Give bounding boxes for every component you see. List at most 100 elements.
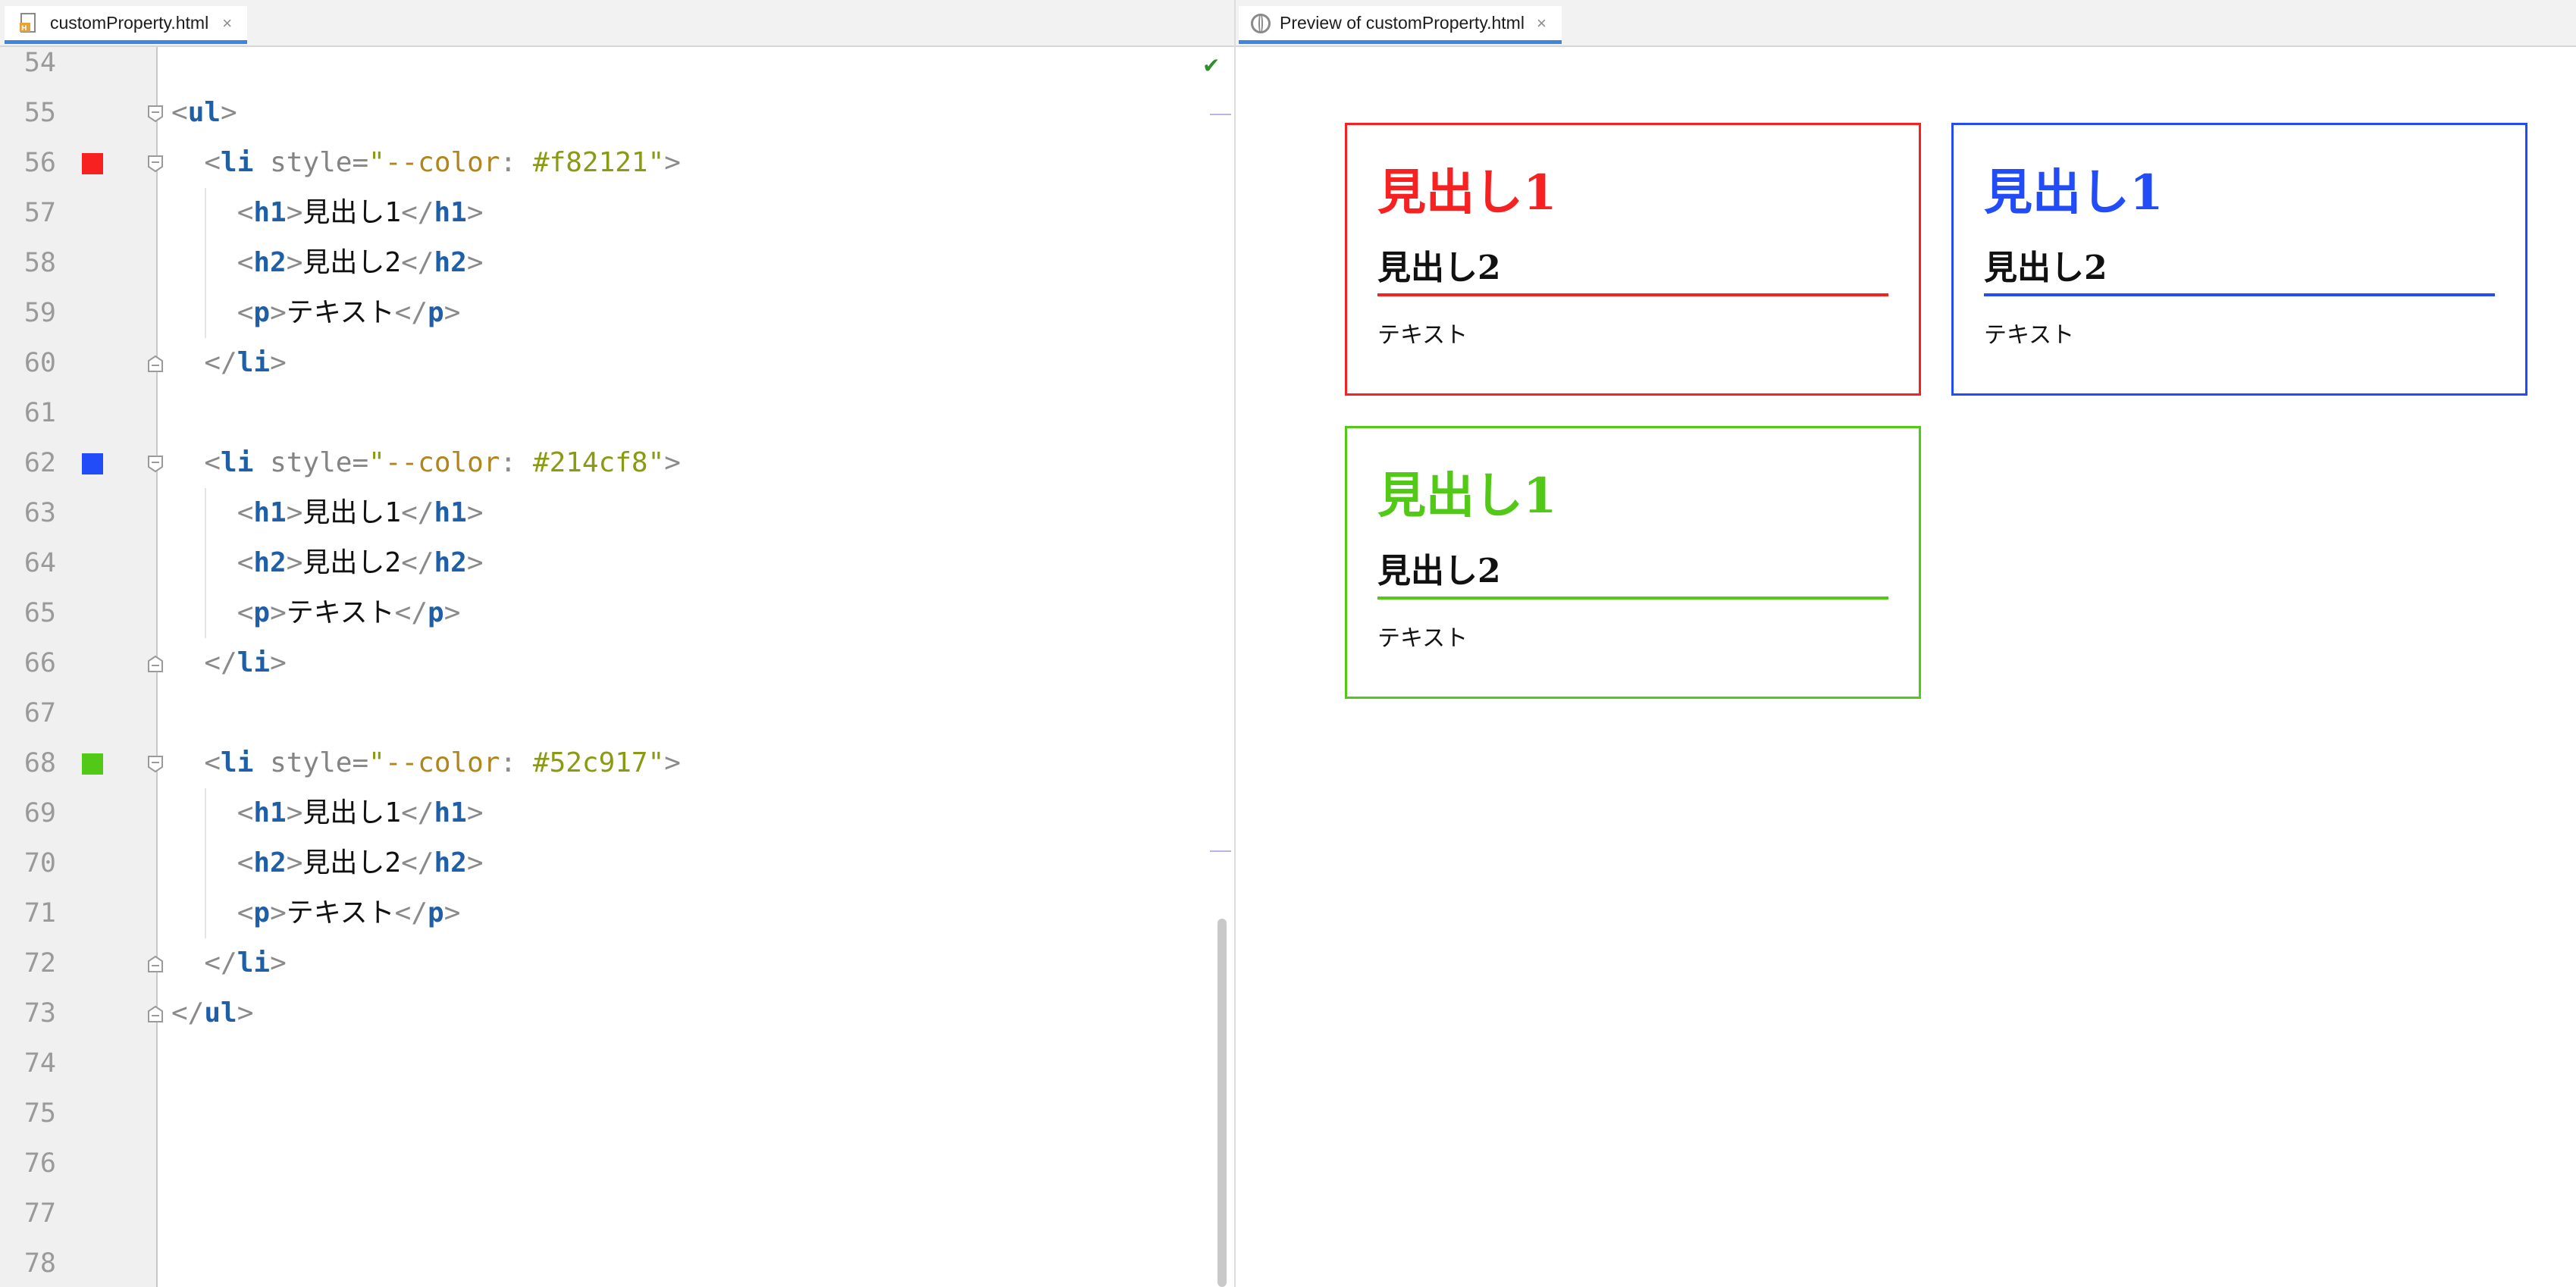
fold-open-icon[interactable]	[147, 105, 164, 123]
fold-close-icon[interactable]	[147, 1005, 164, 1023]
code-line[interactable]: 67	[0, 688, 1234, 738]
code-line[interactable]: 69 <h1>見出し1</h1>	[0, 788, 1234, 838]
preview-pane: Preview of customProperty.html × 見出し1 見出…	[1236, 0, 2576, 1287]
fold-open-icon[interactable]	[147, 155, 164, 173]
fold-close-icon[interactable]	[147, 655, 164, 673]
preview-card: 見出し1 見出し2 テキスト	[1345, 426, 1921, 699]
code-line[interactable]: 63 <h1>見出し1</h1>	[0, 488, 1234, 538]
editor-tab-bar: H customProperty.html ×	[0, 0, 1234, 47]
tab-label: Preview of customProperty.html	[1280, 13, 1525, 33]
code-line[interactable]: 75	[0, 1088, 1234, 1138]
code-line[interactable]: 59 <p>テキスト</p>	[0, 288, 1234, 338]
code-line[interactable]: 65 <p>テキスト</p>	[0, 588, 1234, 638]
code-line[interactable]: 60 </li>	[0, 338, 1234, 388]
code-line[interactable]: 56 <li style="--color: #f82121">	[0, 138, 1234, 188]
html-file-icon: H	[18, 12, 41, 35]
indent-guide	[205, 538, 206, 588]
color-swatch-icon[interactable]	[82, 753, 103, 775]
code-text: </li>	[171, 947, 287, 979]
line-number: 65	[24, 598, 56, 628]
code-text: <p>テキスト</p>	[171, 897, 461, 928]
line-number: 59	[24, 298, 56, 328]
code-text: <h1>見出し1</h1>	[171, 197, 484, 228]
color-swatch-icon[interactable]	[82, 153, 103, 174]
indent-guide	[205, 788, 206, 838]
code-text: <li style="--color: #52c917">	[171, 747, 681, 778]
preview-card: 見出し1 見出し2 テキスト	[1951, 123, 2527, 396]
code-text: <p>テキスト</p>	[171, 297, 461, 328]
code-area[interactable]: 54 55 <ul> 56 <li style="--color: #f82121">…	[0, 47, 1234, 1287]
code-line[interactable]: 71 <p>テキスト</p>	[0, 888, 1234, 938]
line-number: 54	[24, 48, 56, 78]
preview-card: 見出し1 見出し2 テキスト	[1345, 123, 1921, 396]
code-line[interactable]: 78	[0, 1238, 1234, 1287]
line-number: 60	[24, 348, 56, 378]
line-number-gutter	[0, 47, 158, 1287]
line-number: 57	[24, 198, 56, 228]
tab-custom-property-html[interactable]: H customProperty.html ×	[5, 6, 248, 44]
code-line[interactable]: 66 </li>	[0, 638, 1234, 688]
indent-guide	[205, 588, 206, 638]
indent-guide	[205, 838, 206, 888]
code-line[interactable]: 77	[0, 1188, 1234, 1238]
code-line[interactable]: 74	[0, 1038, 1234, 1088]
line-number: 78	[24, 1248, 56, 1279]
line-number: 55	[24, 98, 56, 128]
line-number: 71	[24, 898, 56, 928]
line-number: 74	[24, 1048, 56, 1079]
code-line[interactable]: 68 <li style="--color: #52c917">	[0, 738, 1234, 788]
scroll-marker	[1210, 114, 1231, 115]
globe-icon	[1251, 13, 1271, 33]
code-text: <h2>見出し2</h2>	[171, 547, 484, 578]
code-line[interactable]: 62 <li style="--color: #214cf8">	[0, 438, 1234, 488]
indent-guide	[205, 888, 206, 938]
code-line[interactable]: 76	[0, 1138, 1234, 1188]
code-line[interactable]: 72 </li>	[0, 938, 1234, 988]
code-line[interactable]: 57 <h1>見出し1</h1>	[0, 188, 1234, 238]
line-number: 62	[24, 448, 56, 478]
code-line[interactable]: 61	[0, 388, 1234, 438]
line-number: 63	[24, 498, 56, 528]
code-line[interactable]: 54	[0, 38, 1234, 88]
indent-guide	[205, 488, 206, 538]
line-number: 76	[24, 1148, 56, 1179]
card-text: テキスト	[1377, 625, 1468, 652]
close-tab-icon[interactable]: ×	[1536, 13, 1547, 33]
code-line[interactable]: 73</ul>	[0, 988, 1234, 1038]
code-line[interactable]: 58 <h2>見出し2</h2>	[0, 238, 1234, 288]
card-text: テキスト	[1377, 322, 1468, 349]
line-number: 66	[24, 648, 56, 678]
code-line[interactable]: 64 <h2>見出し2</h2>	[0, 538, 1234, 588]
line-number: 69	[24, 798, 56, 828]
code-text: <h1>見出し1</h1>	[171, 797, 484, 828]
scroll-marker	[1210, 850, 1231, 852]
fold-open-icon[interactable]	[147, 455, 164, 473]
indent-guide	[205, 188, 206, 238]
line-number: 68	[24, 748, 56, 778]
code-text: <h2>見出し2</h2>	[171, 247, 484, 278]
code-text: <li style="--color: #214cf8">	[171, 447, 681, 478]
line-number: 73	[24, 998, 56, 1029]
card-heading-2: 見出し2	[1377, 550, 1888, 600]
line-number: 58	[24, 248, 56, 278]
fold-close-icon[interactable]	[147, 955, 164, 973]
card-heading-2: 見出し2	[1377, 246, 1888, 296]
vertical-scrollbar[interactable]	[1217, 919, 1227, 1287]
code-line[interactable]: 55 <ul>	[0, 88, 1234, 138]
fold-open-icon[interactable]	[147, 755, 164, 773]
preview-content: 見出し1 見出し2 テキスト 見出し1 見出し2 テキスト 見出し1 見出し2 …	[1236, 47, 2576, 1287]
code-line[interactable]: 70 <h2>見出し2</h2>	[0, 838, 1234, 888]
code-text: <ul>	[171, 97, 237, 128]
tab-label: customProperty.html	[50, 13, 209, 33]
fold-close-icon[interactable]	[147, 355, 164, 373]
close-tab-icon[interactable]: ×	[222, 13, 233, 33]
code-text: <li style="--color: #f82121">	[171, 147, 681, 178]
indent-guide	[205, 238, 206, 288]
color-swatch-icon[interactable]	[82, 453, 103, 474]
editor-pane: H customProperty.html × 54 55 <ul> 56 <li s…	[0, 0, 1236, 1287]
tab-preview[interactable]: Preview of customProperty.html ×	[1239, 6, 1562, 44]
line-number: 67	[24, 698, 56, 728]
line-number: 77	[24, 1198, 56, 1229]
code-text: <h2>見出し2</h2>	[171, 847, 484, 878]
code-text: </li>	[171, 647, 287, 678]
